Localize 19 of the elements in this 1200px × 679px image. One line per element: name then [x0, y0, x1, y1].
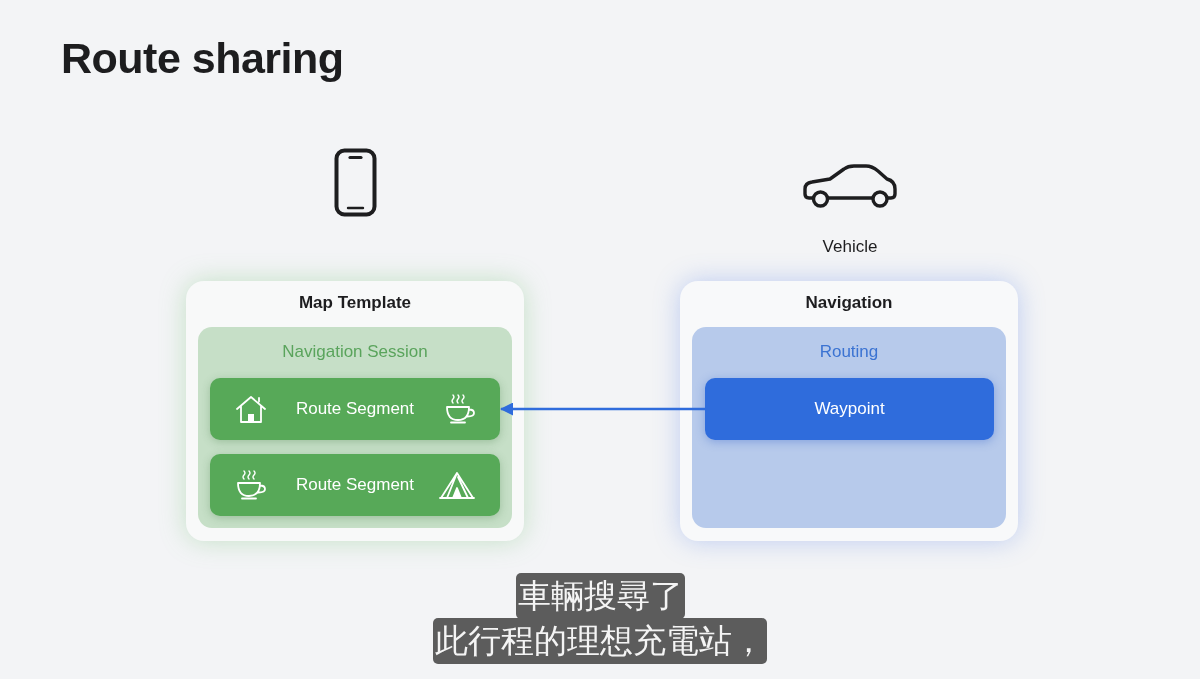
panel-heading: Navigation: [805, 292, 893, 314]
panel: [186, 281, 524, 541]
segment-bar: [210, 454, 500, 516]
segment-label: Route Segment: [295, 398, 415, 420]
slide-title: Route sharing: [61, 33, 344, 84]
arrow: [500, 402, 705, 416]
panel: [680, 281, 1018, 541]
group-label: Routing: [819, 341, 879, 363]
device-caption: Vehicle: [822, 236, 878, 258]
segment-label: Waypoint: [814, 398, 885, 420]
segment-bar: [210, 378, 500, 440]
subtitle-text: 車輛搜尋了: [515, 573, 685, 619]
segment-label: Route Segment: [295, 474, 415, 496]
group-label: Navigation Session: [282, 341, 428, 363]
subtitle-text: 此行程的理想充電站，: [433, 618, 767, 664]
group-panel: [198, 327, 512, 528]
group-panel: [692, 327, 1006, 528]
panel-heading: Map Template: [298, 292, 412, 314]
segment-bar: [705, 378, 994, 440]
